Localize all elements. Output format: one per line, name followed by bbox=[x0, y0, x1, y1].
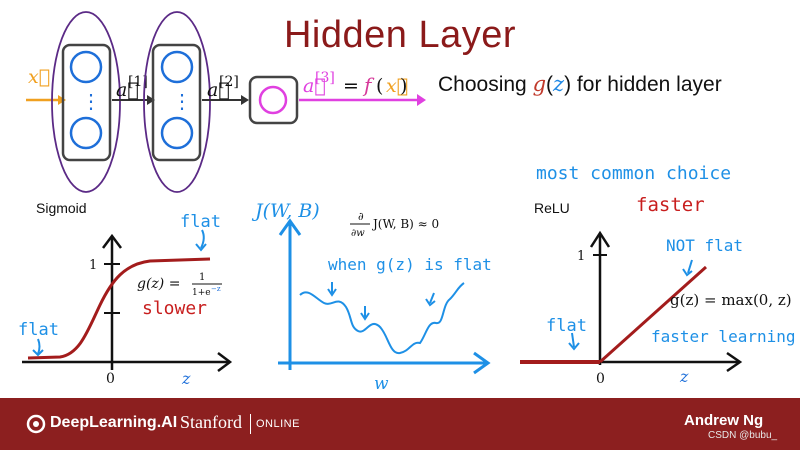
sigmoid-origin: 0 bbox=[106, 371, 115, 387]
flat-left-arrow bbox=[37, 338, 41, 355]
layer2-box bbox=[151, 43, 202, 162]
footer-stanford: Stanford bbox=[180, 412, 242, 432]
sigmoid-slower: slower bbox=[142, 298, 208, 319]
sigmoid-flat-left: flat bbox=[18, 320, 59, 340]
neuron-2-2 bbox=[160, 116, 194, 150]
sigmoid-flat-right: flat bbox=[180, 212, 221, 232]
layer1-box bbox=[61, 43, 112, 162]
sigmoid-formula-exp: −z bbox=[211, 285, 221, 293]
sigmoid-plot: 1 0 z g(z) = 1 1+e −z bbox=[22, 229, 233, 388]
subtitle-paren-close: ) bbox=[564, 73, 572, 96]
footer-watermark: CSDN @bubu_ bbox=[708, 430, 778, 441]
relu-top-note: most common choice bbox=[536, 163, 732, 184]
a1-label: a⃗ bbox=[116, 79, 139, 101]
layer1-dots: ⋮ bbox=[81, 89, 101, 113]
arrow-down-icon bbox=[195, 243, 207, 252]
relu-plot: 1 0 z g(z) = max(0, z) bbox=[520, 230, 792, 387]
subtitle-post: for hidden layer bbox=[571, 73, 722, 96]
footer-bar: DeepLearning.AI Stanford ONLINE Andrew N… bbox=[0, 398, 800, 450]
footer-online: ONLINE bbox=[256, 418, 300, 430]
relu-x-label: z bbox=[679, 367, 689, 386]
relu-x-arrow bbox=[726, 351, 743, 373]
arrow-right-icon bbox=[241, 95, 249, 105]
sigmoid-curve bbox=[27, 257, 211, 360]
eq-paren-open: ( bbox=[376, 75, 383, 97]
subtitle: Choosing g(z) for hidden layer bbox=[438, 72, 722, 97]
arrow-down-icon bbox=[425, 298, 436, 307]
slide-title: Hidden Layer bbox=[283, 14, 517, 56]
subtitle-paren-open: ( bbox=[546, 73, 554, 96]
a2-superscript: [2] bbox=[219, 74, 239, 90]
relu-label: ReLU bbox=[534, 200, 570, 216]
relu-linear-segment bbox=[598, 265, 708, 364]
relu-y-arrow bbox=[589, 230, 611, 248]
neuron-1-2 bbox=[69, 116, 103, 150]
relu-faster-learning: faster learning bbox=[651, 327, 796, 346]
sigmoid-x-arrow bbox=[217, 352, 233, 372]
deriv-top: ∂ bbox=[358, 210, 364, 223]
arrow-down-icon bbox=[327, 288, 337, 297]
sigmoid-y-arrow bbox=[102, 233, 122, 249]
sigmoid-y-tick-label: 1 bbox=[89, 258, 97, 273]
eq-paren-close: ) bbox=[400, 75, 407, 97]
arrow-right-icon bbox=[417, 94, 426, 106]
neuron-2-1 bbox=[160, 50, 194, 84]
arrow-right-icon bbox=[147, 95, 155, 105]
output-neuron bbox=[258, 85, 288, 115]
relu-formula: g(z) = max(0, z) bbox=[670, 291, 792, 309]
footer-divider bbox=[250, 414, 251, 434]
neuron-1-1 bbox=[69, 50, 103, 84]
cost-y-label: J(W, B) bbox=[255, 200, 320, 222]
a3-label: a⃗ bbox=[303, 75, 326, 97]
cost-x-arrow bbox=[473, 351, 491, 375]
a2-label: a⃗ bbox=[207, 79, 230, 101]
eq-x: x⃗ bbox=[386, 75, 408, 97]
sigmoid-formula-num: 1 bbox=[199, 272, 205, 283]
sigmoid-formula-den: 1+e bbox=[192, 288, 211, 298]
relu-y-tick-label: 1 bbox=[577, 249, 585, 264]
a3-superscript: [3] bbox=[315, 70, 335, 86]
sigmoid-x-label: z bbox=[181, 369, 191, 388]
flat-right-arrow bbox=[200, 229, 205, 249]
deeplearning-logo-icon bbox=[26, 414, 46, 434]
layer2-outline bbox=[143, 11, 211, 193]
cost-annotation: when g(z) is flat bbox=[328, 255, 492, 274]
cost-curve bbox=[299, 282, 465, 355]
not-flat-arrow bbox=[687, 259, 693, 274]
arrow-down-icon bbox=[360, 312, 370, 321]
arrow-down-icon bbox=[568, 342, 580, 351]
deriv-bottom: ∂w bbox=[351, 228, 365, 239]
layer1-outline bbox=[51, 11, 121, 193]
layer2-dots: ⋮ bbox=[172, 89, 192, 113]
footer-presenter: Andrew Ng bbox=[684, 412, 764, 429]
relu-origin: 0 bbox=[596, 371, 605, 387]
cost-x-label: w bbox=[374, 374, 389, 394]
cost-y-arrow bbox=[278, 218, 302, 236]
relu-not-flat: NOT flat bbox=[666, 236, 744, 255]
eq-equals: = bbox=[343, 75, 359, 97]
relu-flat-arrow bbox=[571, 332, 575, 348]
cost-arrow-3 bbox=[429, 292, 435, 304]
deriv-expr: J(W, B) ≈ 0 bbox=[371, 217, 439, 231]
subtitle-pre: Choosing bbox=[438, 73, 533, 96]
relu-faster: faster bbox=[636, 194, 705, 216]
subtitle-z: z bbox=[553, 72, 565, 96]
subtitle-g: g bbox=[532, 72, 547, 96]
slide-canvas: Hidden Layer ⋮ a⃗ [1] ⋮ a⃗ [2] a⃗ [3 bbox=[18, 11, 796, 394]
relu-flat-left: flat bbox=[546, 316, 587, 336]
output-box bbox=[248, 75, 299, 125]
arrow-down-icon bbox=[682, 268, 693, 277]
network-diagram: ⋮ a⃗ [1] ⋮ a⃗ [2] a⃗ [3] = f ( x⃗ ) x⃗ bbox=[26, 11, 426, 193]
eq-f: f bbox=[362, 73, 375, 97]
a1-superscript: [1] bbox=[128, 74, 148, 90]
footer-brand: DeepLearning.AI bbox=[50, 414, 178, 431]
sigmoid-formula-lhs: g(z) = bbox=[137, 276, 180, 292]
sigmoid-label: Sigmoid bbox=[36, 200, 87, 216]
input-label: x⃗ bbox=[28, 66, 50, 88]
cost-plot: w ∂ ∂w J(W, B) ≈ 0 bbox=[278, 210, 491, 394]
arrow-down-icon bbox=[32, 349, 44, 357]
